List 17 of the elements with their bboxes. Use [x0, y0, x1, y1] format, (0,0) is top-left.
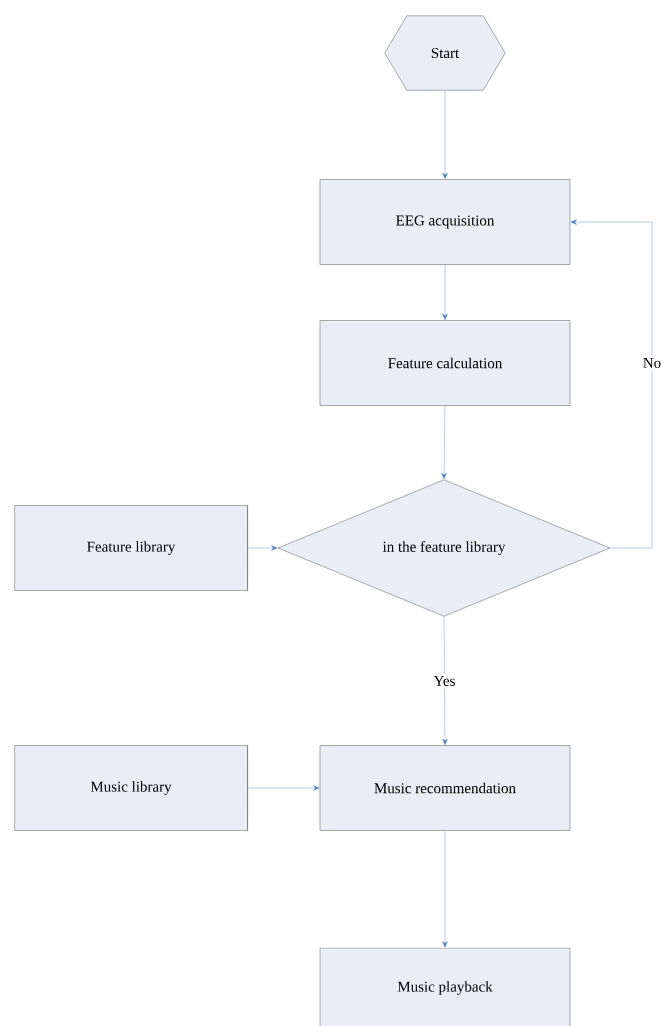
arrow	[442, 830, 448, 948]
arrow	[247, 785, 320, 791]
start-hexagon: Start	[384, 15, 506, 91]
process-box: EEG acquisition	[319, 179, 571, 265]
arrow	[570, 219, 653, 549]
arrow	[442, 264, 448, 320]
process-box: Music playback	[319, 947, 571, 1026]
arrow	[442, 616, 448, 745]
process-box: Music recommendation	[319, 745, 571, 831]
edge-label: No	[640, 356, 664, 370]
arrow	[441, 405, 447, 480]
database-cylinder: Feature library	[14, 505, 248, 591]
database-cylinder: Music library	[14, 745, 248, 831]
arrow	[247, 545, 278, 551]
process-box: Feature calculation	[319, 320, 571, 406]
arrow	[442, 90, 448, 179]
edge-label: Yes	[431, 673, 458, 688]
